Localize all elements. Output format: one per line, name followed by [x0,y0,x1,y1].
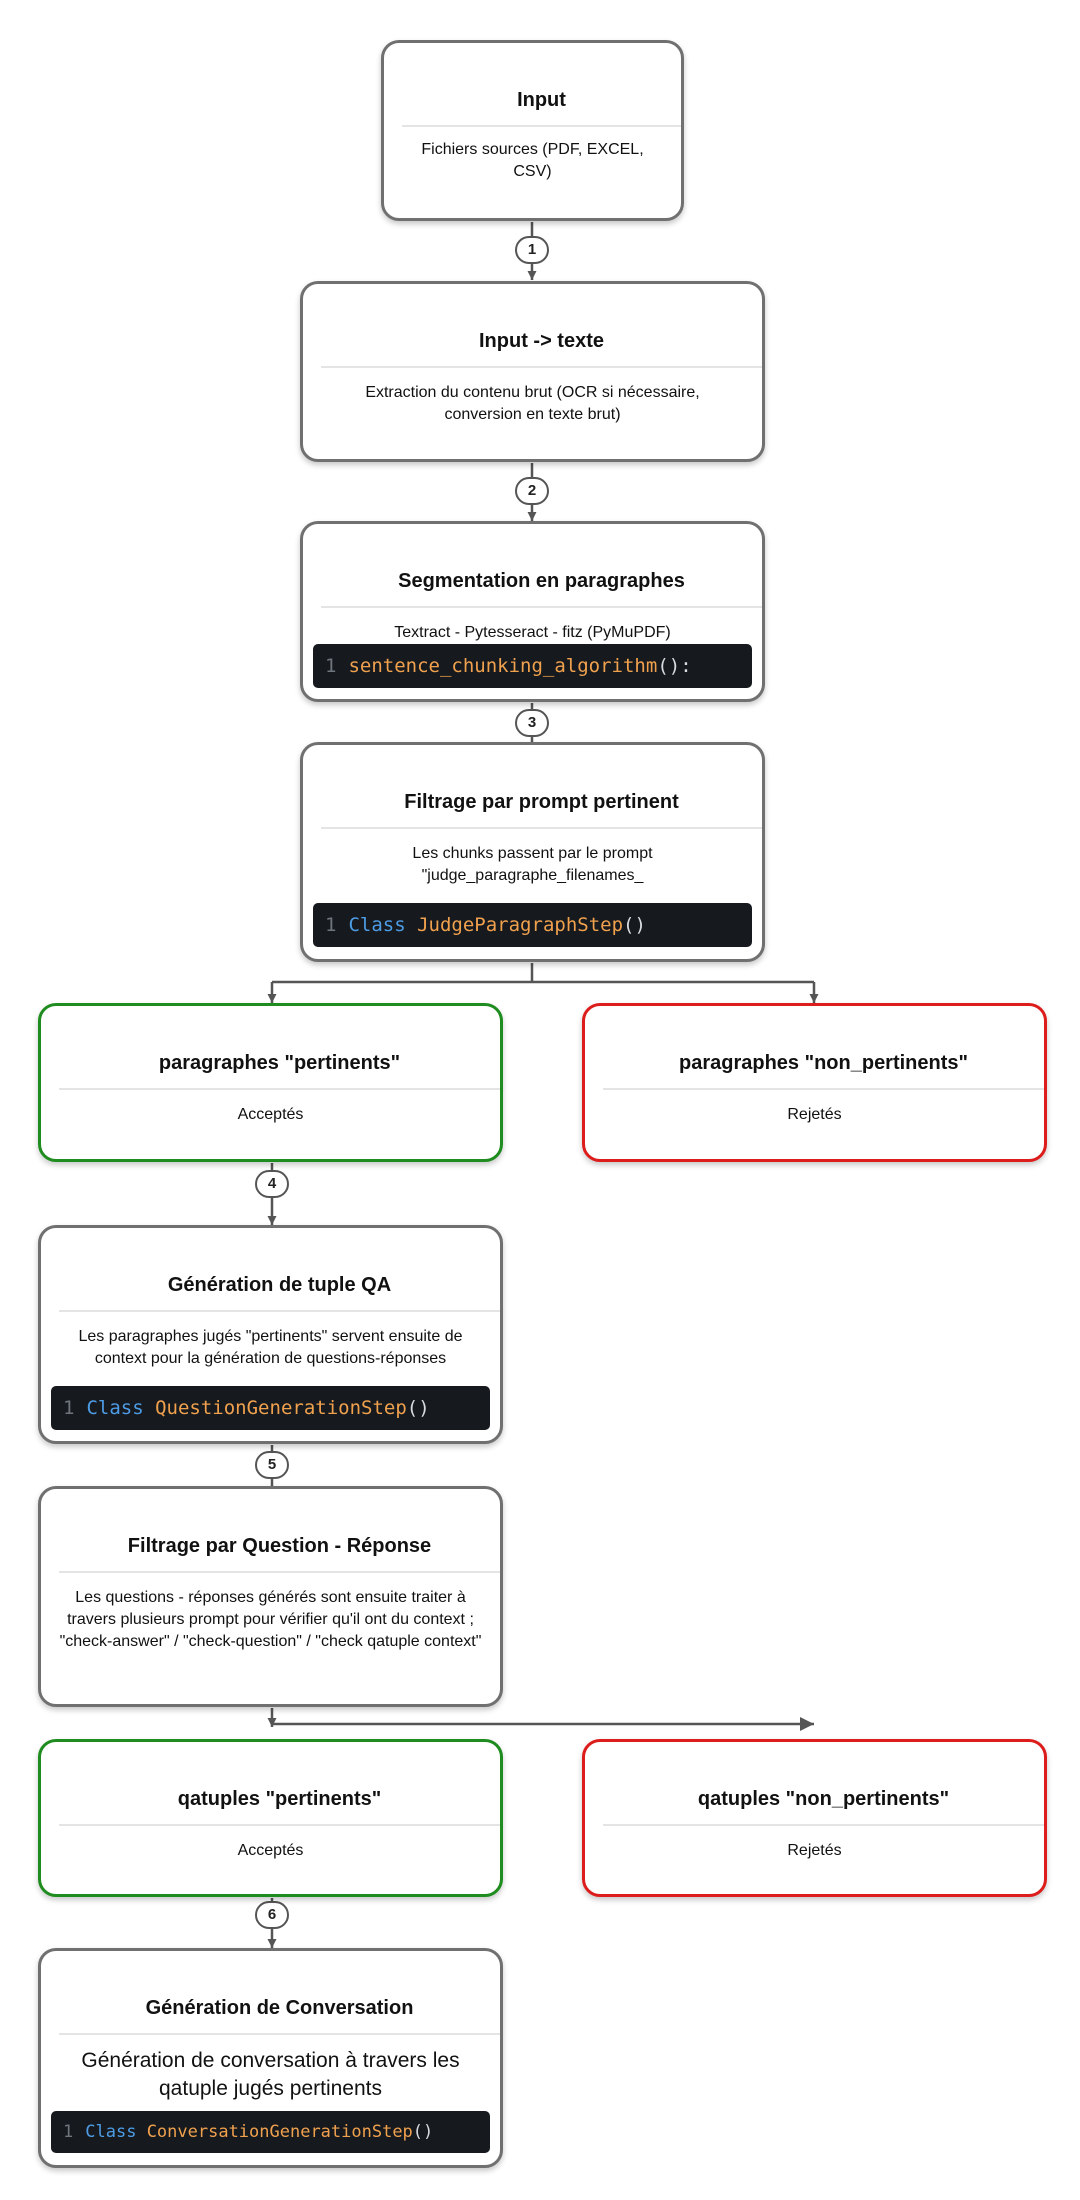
code-function-name: sentence_chunking_algorithm [348,655,658,677]
code-keyword: Class [85,2122,137,2142]
node-filtrage-prompt-desc: Les chunks passent par le prompt "judge_… [412,845,653,884]
step-badge-5: 5 [255,1451,289,1479]
code-keyword: Class [348,914,406,936]
node-qatuples-non-pertinents-desc: Rejetés [787,1842,842,1859]
node-paragraphes-pertinents-desc: Acceptés [237,1106,304,1123]
node-filtrage-qr-desc: Les questions - réponses générés sont en… [59,1589,482,1650]
node-paragraphes-pertinents: paragraphes "pertinents" Acceptés [38,1003,503,1162]
code-line-number: 1 [63,1397,75,1419]
code-class-name: JudgeParagraphStep [417,914,624,936]
node-input: Input Fichiers sources (PDF, EXCEL, CSV) [381,40,684,221]
node-filtrage-prompt: Filtrage par prompt pertinent Les chunks… [300,742,765,962]
node-filtrage-qr-title: Filtrage par Question - Réponse [59,1533,500,1573]
node-segmentation-title: Segmentation en paragraphes [321,568,762,608]
step-badge-1: 1 [515,236,549,264]
node-qatuples-pertinents-title: qatuples "pertinents" [59,1786,500,1826]
step-badge-2: 2 [515,477,549,505]
node-paragraphes-non-pertinents-title: paragraphes "non_pertinents" [603,1050,1044,1090]
node-segmentation-desc: Textract - Pytesseract - fitz (PyMuPDF) [394,624,671,641]
code-sentence-chunking: 1 sentence_chunking_algorithm(): [313,644,752,688]
node-generation-qa-title: Génération de tuple QA [59,1272,500,1312]
node-input-texte-title: Input -> texte [321,328,762,368]
code-line-number: 1 [325,914,337,936]
node-generation-qa-desc: Les paragraphes jugés "pertinents" serve… [78,1328,463,1367]
node-qatuples-pertinents-desc: Acceptés [237,1842,304,1859]
code-line-number: 1 [63,2122,74,2142]
code-class-name: QuestionGenerationStep [155,1397,407,1419]
code-question-generation: 1 Class QuestionGenerationStep() [51,1386,490,1430]
code-judge-paragraph: 1 Class JudgeParagraphStep() [313,903,752,947]
node-paragraphes-pertinents-title: paragraphes "pertinents" [59,1050,500,1090]
step-badge-4: 4 [255,1170,289,1198]
node-filtrage-qr: Filtrage par Question - Réponse Les ques… [38,1486,503,1707]
code-punctuation: (): [657,655,692,677]
node-qatuples-non-pertinents: qatuples "non_pertinents" Rejetés [582,1739,1047,1897]
node-segmentation: Segmentation en paragraphes Textract - P… [300,521,765,702]
step-badge-3: 3 [515,709,549,737]
node-input-texte-desc: Extraction du contenu brut (OCR si néces… [365,384,700,423]
node-generation-qa: Génération de tuple QA Les paragraphes j… [38,1225,503,1444]
node-qatuples-non-pertinents-title: qatuples "non_pertinents" [603,1786,1044,1826]
node-qatuples-pertinents: qatuples "pertinents" Acceptés [38,1739,503,1897]
node-paragraphes-non-pertinents-desc: Rejetés [787,1106,842,1123]
step-badge-6: 6 [255,1901,289,1929]
node-generation-conversation: Génération de Conversation Génération de… [38,1948,503,2168]
node-input-desc: Fichiers sources (PDF, EXCEL, CSV) [421,141,644,180]
node-filtrage-prompt-title: Filtrage par prompt pertinent [321,789,762,829]
node-input-title: Input [402,87,681,127]
code-conversation-generation: 1 Class ConversationGenerationStep() [51,2111,490,2153]
node-generation-conversation-title: Génération de Conversation [59,1995,500,2035]
code-line-number: 1 [325,655,337,677]
code-punctuation: () [623,914,646,936]
code-keyword: Class [86,1397,144,1419]
code-punctuation: () [406,1397,430,1419]
node-paragraphes-non-pertinents: paragraphes "non_pertinents" Rejetés [582,1003,1047,1162]
node-generation-conversation-desc: Génération de conversation à travers les… [81,2049,460,2100]
code-punctuation: () [412,2122,434,2142]
node-input-texte: Input -> texte Extraction du contenu bru… [300,281,765,462]
code-class-name: ConversationGenerationStep [146,2122,413,2142]
